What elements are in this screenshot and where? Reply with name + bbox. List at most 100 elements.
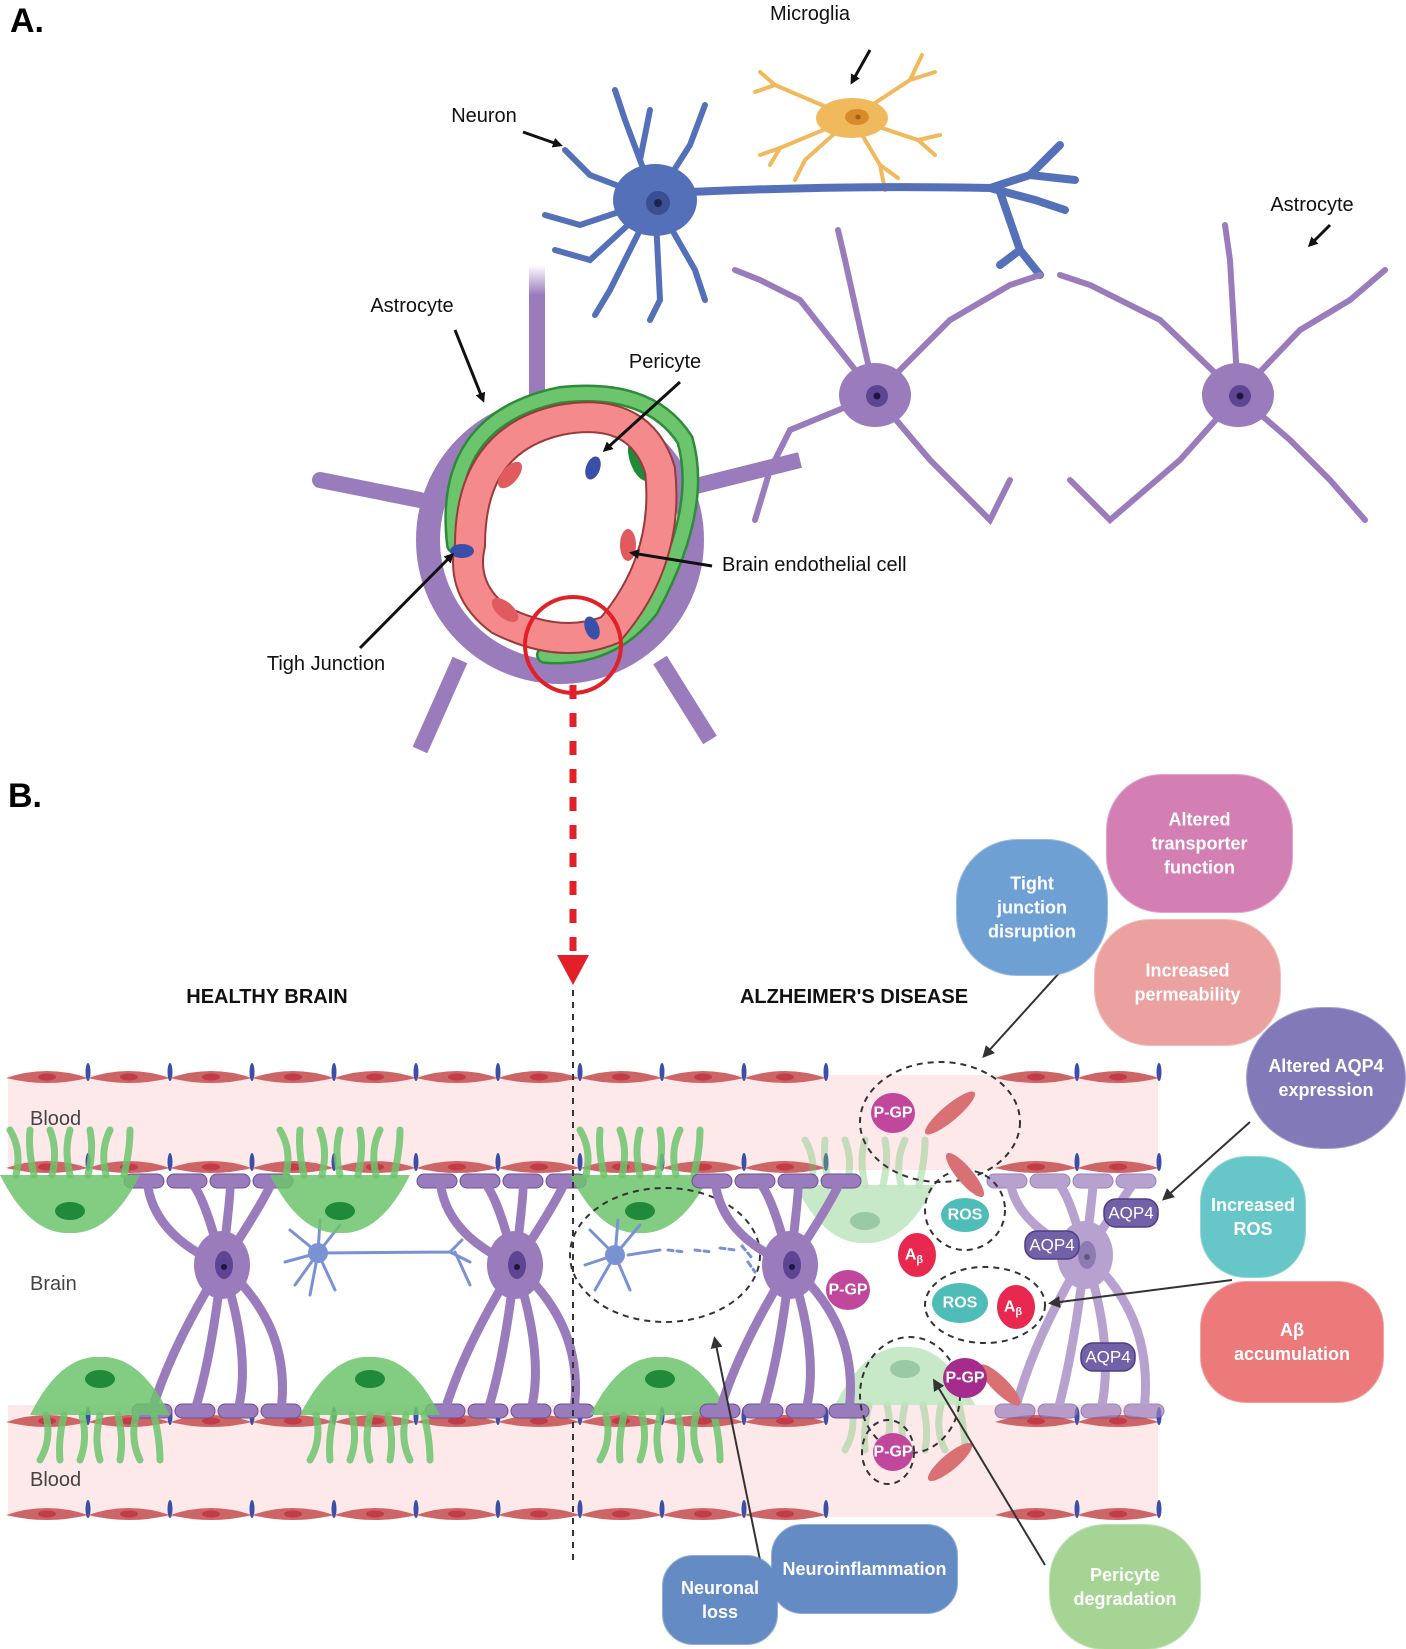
pericyte-process (384, 1411, 396, 1464)
bubble-abeta-accumulation-shape (1200, 1281, 1384, 1403)
ros-marker-1-shape (941, 1198, 989, 1232)
ros-marker-2-shape (932, 1283, 988, 1323)
detached-endothelial-cells (924, 1091, 1021, 1482)
pericyte-process (84, 1126, 96, 1179)
tight-junction (659, 1500, 665, 1518)
tight-junction (577, 1153, 583, 1171)
endothelial-nucleus (1109, 1510, 1127, 1518)
pericyte-nucleus (890, 1360, 920, 1378)
astrocyte-right-pair (732, 222, 1388, 526)
ad-astrocyte-1 (691, 1173, 870, 1419)
tight-junction (1156, 1153, 1162, 1171)
degenerating-neuron (569, 1187, 761, 1323)
pgp-marker-blood-top: P-GP (871, 1093, 915, 1133)
endothelial-nucleus (284, 1073, 302, 1081)
pericyte-nucleus (55, 1202, 85, 1220)
pericyte-process (354, 1126, 366, 1179)
pericyte-process (296, 1126, 308, 1179)
astrocyte-vessel-wrap (312, 265, 802, 754)
endothelial-nucleus (1109, 1073, 1127, 1081)
pericyte-process (670, 1126, 684, 1179)
pericyte-3 (570, 1126, 710, 1234)
bubble-increased-permeability-line: permeability (1134, 985, 1240, 1005)
bubble-increased-permeability-line: Increased (1145, 961, 1229, 981)
pericyte-process (100, 1126, 114, 1179)
endo-row-4-left (6, 1500, 829, 1520)
tight-junction (495, 1063, 501, 1081)
tight-junction (741, 1153, 747, 1171)
pericyte-process (326, 1411, 338, 1464)
pericyte-process (276, 1126, 292, 1179)
astrocyte-nucleolus (221, 1264, 227, 1270)
endothelial-nucleus (366, 1073, 384, 1081)
pericyte-nucleus (625, 1202, 655, 1220)
pericyte-process (919, 1401, 931, 1454)
pericyte-process (26, 1126, 38, 1179)
pericyte-process (654, 1126, 666, 1179)
bubble-tight-junction-disruption-line: junction (996, 898, 1067, 918)
pericyte-process (316, 1126, 329, 1179)
pgp-marker-blood-bottom-text: P-GP (873, 1444, 912, 1461)
pericyte-label: Pericyte (629, 351, 701, 373)
pericyte-ad-faded-top (795, 1136, 935, 1244)
pgp-marker-brain-text: P-GP (828, 1282, 867, 1299)
ros-marker-1-text: ROS (948, 1207, 983, 1224)
pgp-marker-brain: P-GP (826, 1270, 870, 1310)
endo-row-1-left (6, 1063, 829, 1083)
abeta-marker-1: Aβ (898, 1233, 936, 1277)
pericyte-process (653, 1411, 664, 1464)
alzheimers-header: ALZHEIMER'S DISEASE (740, 986, 968, 1008)
endothelial-nucleus (530, 1073, 548, 1081)
pericyte-process (576, 1126, 592, 1179)
bubble-tight-junction-disruption-line: Tight (1010, 874, 1054, 894)
neuron-cell (542, 87, 1079, 323)
endothelial-nucleus (1027, 1417, 1045, 1425)
pericyte-process (333, 1126, 344, 1179)
pericyte-process (915, 1136, 929, 1189)
tight-junction (741, 1063, 747, 1081)
aqp4-marker-2-shape (1024, 1230, 1080, 1260)
pericyte-process (935, 1401, 949, 1454)
endothelial-nucleus (612, 1510, 630, 1518)
endothelial-nucleus (202, 1163, 220, 1171)
endothelial-nucleus (38, 1510, 56, 1518)
bubble-pericyte-degradation-shape (1049, 1524, 1201, 1649)
aqp4-marker-2: AQP4 (1024, 1230, 1080, 1260)
tight-junction (1156, 1063, 1162, 1081)
pericyte-process (633, 1126, 644, 1179)
bubble-altered-transporter-function-shape (1106, 774, 1293, 913)
healthy-astrocytes (123, 1173, 595, 1419)
pericyte-process (63, 1126, 74, 1179)
endothelial-nucleus (694, 1510, 712, 1518)
bubble-neuroinflammation-line: Neuroinflammation (782, 1559, 946, 1579)
endothelial-nucleus (202, 1510, 220, 1518)
endo-row-1-right (995, 1063, 1162, 1083)
endothelial-nucleus (1109, 1163, 1127, 1171)
tight-junction (495, 1500, 501, 1518)
tight-junction (1074, 1063, 1080, 1081)
pericyte-process (150, 1411, 164, 1464)
bubble-abeta-accumulation-line: Aβ (1280, 1320, 1304, 1340)
endothelial-nucleus (776, 1417, 794, 1425)
tight-junction (1074, 1500, 1080, 1518)
tight-junction (577, 1500, 583, 1518)
aqp4-marker-3-text: AQP4 (1085, 1348, 1130, 1367)
endothelial-nucleus (1109, 1417, 1127, 1425)
tight-junction (495, 1153, 501, 1171)
healthy-astrocyte-2 (416, 1173, 595, 1419)
pericyte-process (306, 1411, 322, 1464)
pgp-marker-degraded-shape (943, 1358, 987, 1398)
pericyte-nucleus (645, 1370, 675, 1388)
pericyte-process (879, 1136, 891, 1189)
ad-astrocyte-faded (986, 1173, 1165, 1419)
endo-row-4-right (995, 1500, 1162, 1520)
pathology-bubbles: TightjunctiondisruptionAlteredtransporte… (662, 774, 1406, 1649)
pericyte-process (36, 1411, 52, 1464)
pericyte-process (370, 1126, 384, 1179)
endothelial-nucleus (612, 1073, 630, 1081)
brain-label: Brain (30, 1273, 77, 1295)
